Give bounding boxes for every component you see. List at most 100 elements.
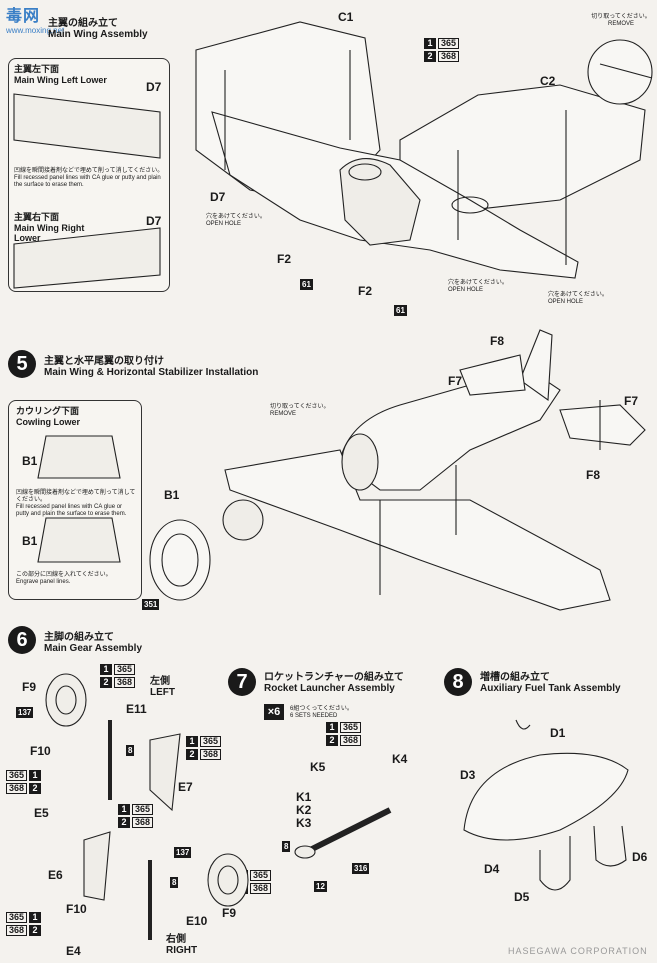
part-d1: D1 xyxy=(550,726,566,740)
cowling-b1 xyxy=(149,519,211,601)
part-d3: D3 xyxy=(460,768,476,782)
cowling-front xyxy=(341,433,379,491)
part-f10-top: F10 xyxy=(30,744,51,758)
step6-header: 主脚の組み立て Main Gear Assembly xyxy=(44,632,143,654)
stabilizer-right xyxy=(559,404,646,446)
aircraft-tail-fin xyxy=(519,329,553,402)
part-b1-inset-2: B1 xyxy=(22,534,38,548)
step4-title-jp: 主翼の組み立て xyxy=(48,18,118,29)
part-b1-main: B1 xyxy=(164,488,180,502)
part-k3: K3 xyxy=(296,816,312,830)
step4-remove-note: 切り取ってください。 REMOVE xyxy=(591,14,651,27)
open-hole-callout-a: 穴をあけてください。 OPEN HOLE xyxy=(206,214,266,227)
part-e5: E5 xyxy=(34,806,49,820)
wheel-f9-left xyxy=(45,673,87,727)
part-e6: E6 xyxy=(48,868,63,882)
inset-left-lower-jp: 主翼左下面 xyxy=(14,64,60,74)
footer-brand: HASEGAWA CORPORATION xyxy=(508,946,648,956)
open-hole-callout-c: 穴をあけてください。 OPEN HOLE xyxy=(548,292,608,305)
part-f7-right: F7 xyxy=(624,394,639,408)
step4-header: 主翼の組み立て Main Wing Assembly xyxy=(48,14,148,40)
gear-well-a xyxy=(348,163,382,181)
badge-316: 316 xyxy=(352,863,370,874)
badge-351: 351 xyxy=(142,599,160,610)
step6-number: 6 xyxy=(8,626,36,654)
badge-8-rocket: 8 xyxy=(282,841,291,852)
part-k1: K1 xyxy=(296,790,312,804)
step4-inset-right-title: 主翼右下面 Main Wing Right Lower xyxy=(14,210,94,243)
engine-part xyxy=(222,499,264,541)
part-f7-left: F7 xyxy=(448,374,463,388)
step8-header: 増槽の組み立て Auxiliary Fuel Tank Assembly xyxy=(480,672,621,694)
part-e4: E4 xyxy=(66,944,81,958)
part-f2-a: F2 xyxy=(277,252,292,266)
badge-12: 12 xyxy=(314,881,327,892)
badge-61-b: 61 xyxy=(394,305,407,316)
step8-number: 8 xyxy=(444,668,472,696)
part-f2-b: F2 xyxy=(358,284,373,298)
step5-remove-note: 切り取ってください。 REMOVE xyxy=(270,404,330,417)
step7-number: 7 xyxy=(228,668,256,696)
step4-title-en: Main Wing Assembly xyxy=(48,29,148,40)
part-e10: E10 xyxy=(186,914,208,928)
part-c1: C1 xyxy=(338,10,354,24)
remove-callout-circle xyxy=(587,39,653,105)
step5-title-en: Main Wing & Horizontal Stabilizer Instal… xyxy=(44,367,259,378)
wing-d7-lower xyxy=(211,111,579,279)
part-d5: D5 xyxy=(514,890,530,904)
aircraft-fuselage xyxy=(339,369,561,491)
inset-right-lower-en: Main Wing Right Lower xyxy=(14,223,85,243)
step5-engrave-note: この部分に凹線を入れてください。 Engrave panel lines. xyxy=(16,572,112,585)
step5-header: 主翼と水平尾翼の取り付け Main Wing & Horizontal Stab… xyxy=(44,352,258,378)
step5-title-jp: 主翼と水平尾翼の取り付け xyxy=(44,356,164,367)
rocket-rail xyxy=(308,807,392,853)
part-f10-bottom: F10 xyxy=(66,902,87,916)
wing-c1-outline xyxy=(195,21,381,206)
fuel-tank-strap-d6 xyxy=(593,825,627,867)
gear-well-b xyxy=(451,196,489,214)
part-k4: K4 xyxy=(392,752,408,766)
part-d7-main: D7 xyxy=(210,190,226,204)
badge-137-right: 137 xyxy=(174,847,192,858)
step5-inset-title: カウリング下面 Cowling Lower xyxy=(16,406,80,427)
gear-door-e6 xyxy=(83,831,111,901)
fill-note-en: Fill recessed panel lines with CA glue o… xyxy=(14,175,161,188)
multiplier-badge: ×6 xyxy=(264,704,284,720)
step5-inset-panel xyxy=(8,400,142,600)
part-f8-top: F8 xyxy=(490,334,505,348)
part-e11: E11 xyxy=(126,702,147,716)
inset-right-lower-jp: 主翼右下面 xyxy=(14,212,60,222)
watermark-text: 毒网 xyxy=(6,8,41,25)
step5-number: 5 xyxy=(8,350,36,378)
part-f9-right: F9 xyxy=(222,906,237,920)
part-b1-inset-1: B1 xyxy=(22,454,38,468)
wing-c2-outline xyxy=(399,84,646,211)
inset-left-lower-en: Main Wing Left Lower xyxy=(14,75,107,85)
sets-needed-note: 6組つくってください。 6 SETS NEEDED xyxy=(290,706,353,719)
step4-inset-left-title: 主翼左下面 Main Wing Left Lower xyxy=(14,62,107,85)
part-d7-inset-1: D7 xyxy=(146,80,162,94)
part-k2: K2 xyxy=(296,803,312,817)
part-d4: D4 xyxy=(484,862,500,876)
part-f9-left: F9 xyxy=(22,680,37,694)
watermark-logo: 毒网 www.moxing.net xyxy=(6,2,64,35)
step4-fill-note: 凹線を瞬間接着剤などで埋めて削って消してください。 Fill recessed … xyxy=(14,168,164,189)
badge-137-left: 137 xyxy=(16,707,34,718)
step5-fill-note: 凹線を瞬間接着剤などで埋めて削って消してください。 Fill recessed … xyxy=(16,490,136,517)
part-f8-bottom: F8 xyxy=(586,468,601,482)
watermark-url: www.moxing.net xyxy=(6,26,65,35)
rocket-nose xyxy=(294,845,316,859)
stabilizer-left xyxy=(459,354,526,396)
badge-8-left: 8 xyxy=(126,745,135,756)
part-k5: K5 xyxy=(310,760,326,774)
fuel-tank-mount-d1 xyxy=(515,719,531,730)
fuselage-center xyxy=(339,158,421,246)
